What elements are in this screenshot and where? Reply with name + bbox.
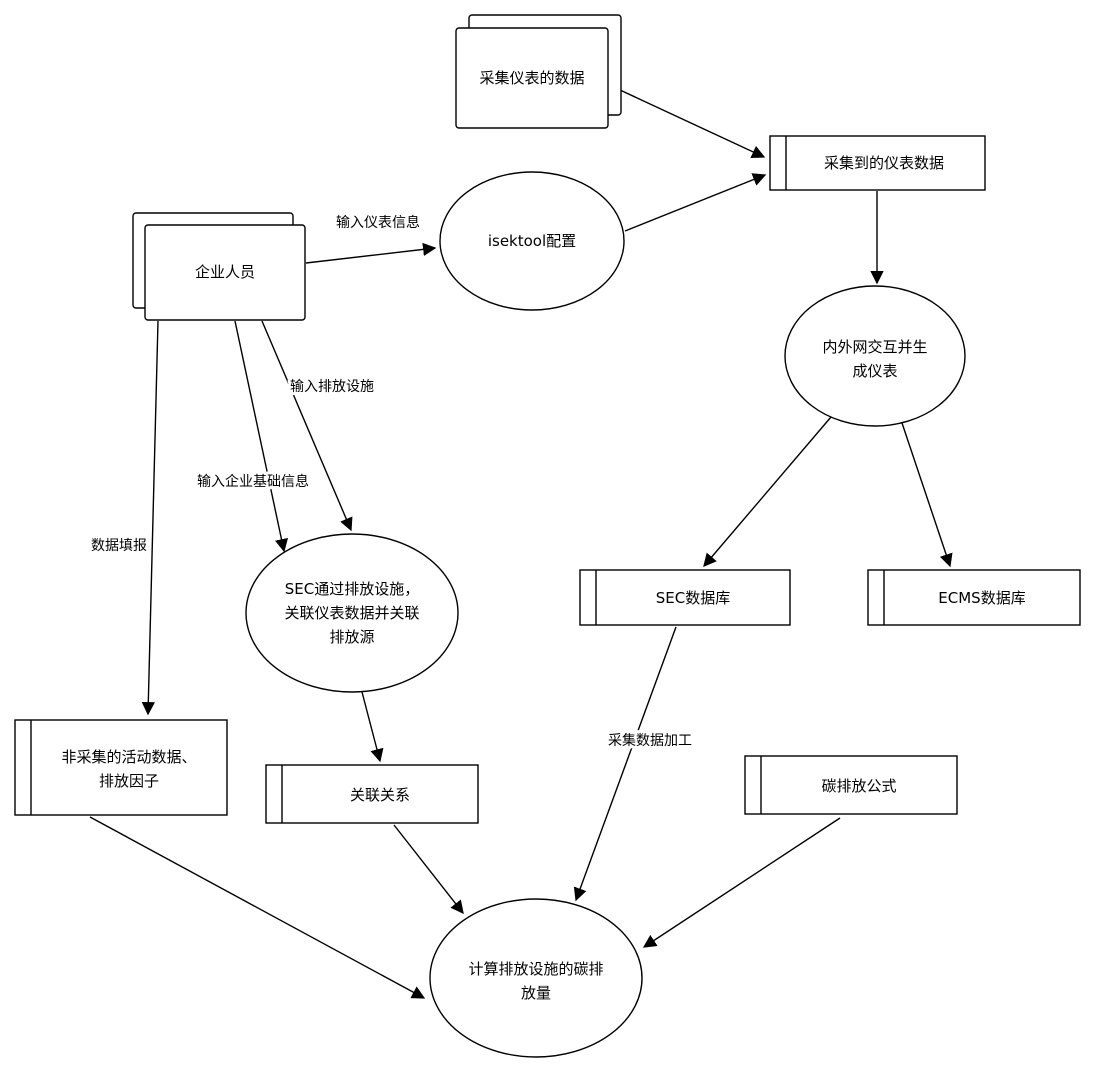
process-ellipse — [245, 533, 459, 693]
node-label: 碳排放公式 — [821, 777, 896, 795]
node-collected-meter-data: 采集到的仪表数据 — [769, 135, 986, 191]
node-isektool-config: isektool配置 — [439, 171, 625, 311]
edge-intranet-to-sec-db — [703, 416, 832, 568]
process-ellipse — [784, 285, 966, 427]
node-label: SEC数据库 — [656, 589, 730, 607]
node-label: 成仪表 — [852, 362, 897, 380]
edge-label-input-enterprise-info: 输入企业基础信息 — [197, 473, 309, 490]
edge-sec-db-to-calc — [573, 626, 677, 902]
edge-label-input-emission-facility: 输入排放设施 — [290, 379, 374, 395]
data-store-rect — [265, 764, 479, 824]
node-label: 计算排放设施的碳排 — [468, 960, 603, 978]
node-sec-db: SEC数据库 — [579, 569, 791, 626]
node-label: 放量 — [521, 984, 551, 1002]
node-label: 排放因子 — [99, 772, 159, 790]
node-label: 非采集的活动数据、 — [61, 748, 196, 766]
edge-relation-to-calc — [393, 824, 464, 915]
edge-staff-to-non-collected — [141, 320, 159, 716]
external-entity-front-rect — [455, 27, 609, 129]
process-ellipse — [429, 898, 643, 1058]
node-label: 采集仪表的数据 — [479, 69, 584, 87]
edge-labels: 输入仪表信息 输入排放设施 输入企业基础信息 数据填报 采集数据加工 — [88, 211, 695, 752]
process-ellipse — [439, 171, 625, 311]
node-enterprise-staff: 企业人员 — [132, 212, 306, 321]
node-intranet-process: 内外网交互并生 成仪表 — [784, 285, 966, 427]
edge-staff-to-sec-process-basic-info — [234, 320, 289, 553]
edge-isektool-to-collected — [624, 173, 767, 232]
node-label: isektool配置 — [488, 232, 576, 250]
node-label: SEC通过排放设施， — [285, 580, 419, 598]
edge-staff-to-isektool — [305, 242, 437, 264]
node-relation-store: 关联关系 — [265, 764, 479, 824]
data-store-rect — [14, 719, 228, 816]
node-sec-process: SEC通过排放设施， 关联仪表数据并关联 排放源 — [245, 533, 459, 693]
edge-meter-data-to-collected — [619, 89, 766, 158]
node-meter-data-source: 采集仪表的数据 — [455, 14, 622, 129]
node-calc-process: 计算排放设施的碳排 放量 — [429, 898, 643, 1058]
data-store-rect — [769, 135, 986, 191]
node-label: 采集到的仪表数据 — [824, 154, 944, 172]
edge-label-input-meter-info: 输入仪表信息 — [336, 214, 420, 231]
node-label: 关联关系 — [350, 786, 410, 804]
edges — [89, 89, 953, 999]
data-store-rect — [744, 755, 958, 815]
edge-formula-to-calc — [642, 817, 841, 948]
edge-non-collected-to-calc — [89, 816, 426, 999]
external-entity-front-rect — [144, 224, 306, 321]
edge-sec-process-to-relation — [361, 691, 384, 763]
node-ecms-db: ECMS数据库 — [867, 569, 1081, 626]
edge-intranet-to-ecms-db — [901, 422, 953, 568]
data-store-rect — [867, 569, 1081, 626]
edge-label-collected-data-processing: 采集数据加工 — [608, 732, 692, 749]
node-label: 内外网交互并生 — [822, 338, 927, 356]
edge-label-data-filling: 数据填报 — [91, 538, 147, 554]
node-label: 关联仪表数据并关联 — [284, 604, 419, 622]
node-label: ECMS数据库 — [938, 589, 1025, 607]
node-carbon-formula-store: 碳排放公式 — [744, 755, 958, 815]
node-label: 排放源 — [329, 628, 374, 646]
data-store-rect — [579, 569, 791, 626]
node-label: 企业人员 — [195, 263, 255, 281]
edge-staff-to-sec-process-facility — [261, 320, 353, 532]
node-non-collected-store: 非采集的活动数据、 排放因子 — [14, 719, 228, 816]
